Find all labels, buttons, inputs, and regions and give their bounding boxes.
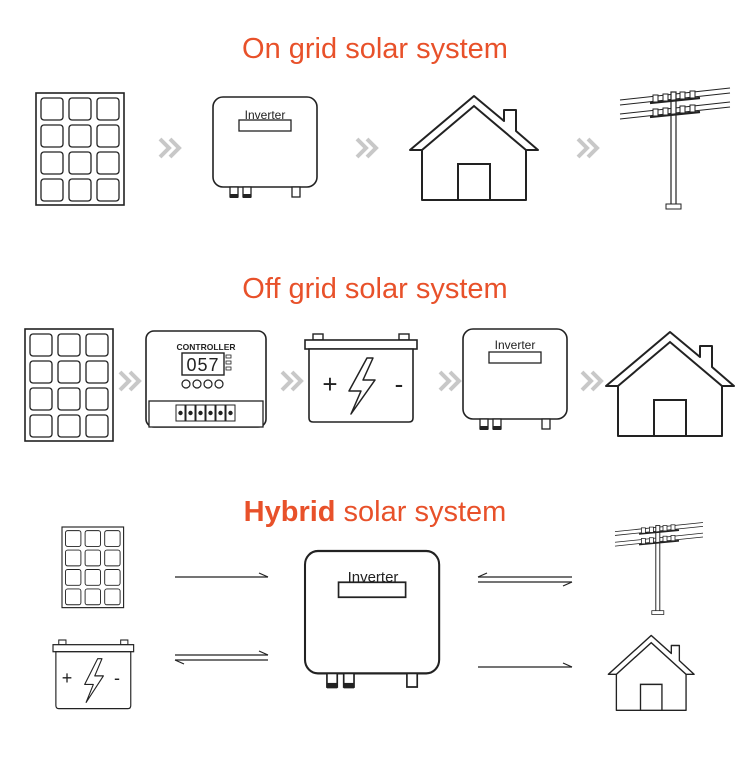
battery-minus-label: -	[114, 668, 120, 688]
chevron-arrow-icon	[438, 370, 461, 392]
chevron-arrow-icon	[580, 370, 603, 392]
hybrid-title-bold: Hybrid	[243, 496, 336, 528]
solar-panel-icon	[35, 92, 125, 206]
chevron-arrow-icon	[118, 370, 141, 392]
battery-minus-label: -	[395, 369, 404, 399]
off-grid-title: Off grid solar system	[242, 273, 508, 305]
hybrid-title-rest: solar system	[335, 496, 507, 528]
controller-label: CONTROLLER	[176, 342, 235, 352]
chevron-arrow-icon	[576, 137, 599, 159]
inverter-label: Inverter	[348, 569, 399, 586]
power-pole-icon	[614, 521, 704, 616]
chevron-arrow-icon	[280, 370, 303, 392]
hybrid-title: Hybrid solar system	[0, 496, 750, 529]
inverter-label: Inverter	[245, 108, 286, 122]
flow-arrow-icon	[174, 650, 269, 665]
flow-arrow-icon	[175, 572, 269, 578]
battery-plus-label: +	[62, 668, 73, 688]
flow-arrow-icon	[477, 572, 573, 587]
flow-arrow-icon	[478, 662, 573, 668]
solar-panel-icon	[24, 328, 114, 442]
on-grid-title: On grid solar system	[242, 33, 508, 65]
house-icon	[607, 634, 695, 712]
house-icon	[409, 95, 539, 201]
controller-display-value: 057	[186, 355, 219, 375]
chevron-arrow-icon	[355, 137, 378, 159]
house-icon	[605, 331, 735, 437]
solar-panel-icon	[61, 526, 125, 609]
inverter-label: Inverter	[495, 338, 536, 352]
power-pole-icon	[618, 86, 732, 211]
chevron-arrow-icon	[158, 137, 181, 159]
battery-plus-label: +	[322, 369, 337, 399]
